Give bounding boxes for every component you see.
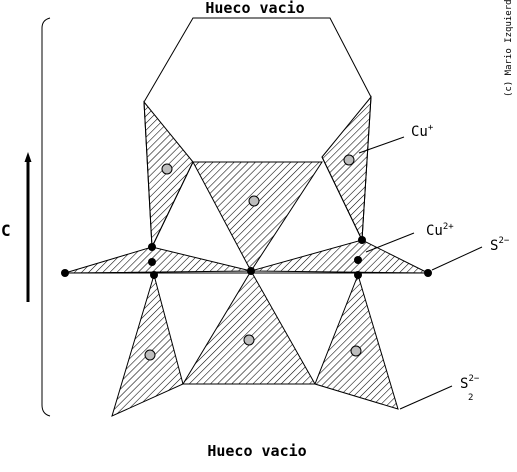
s2-2minus-label: S2− — [460, 374, 480, 392]
edge-line — [361, 96, 372, 241]
top-void-outline — [143, 17, 372, 103]
credit-text: (c) Mario Izquierdo — [504, 0, 514, 97]
top-void-title: Hueco vacio — [205, 0, 304, 17]
lower-right-tetrahedron — [314, 273, 399, 410]
s-atom-right-end — [424, 269, 432, 277]
cu2-atom-left-top — [148, 243, 156, 251]
layer-right-triangle — [250, 239, 429, 274]
cu-atom-lower-center — [243, 334, 255, 346]
edge-line — [151, 161, 194, 248]
cu-2plus-leader — [365, 232, 415, 253]
edge-line — [321, 156, 363, 241]
s2-2minus-leader — [399, 385, 453, 410]
s-2minus-label: S2− — [490, 236, 510, 254]
s-2minus-leader — [431, 246, 483, 271]
upper-center-tetrahedron — [192, 161, 323, 272]
c-axis-arrowhead — [24, 152, 32, 162]
cu-plus-label: Cu+ — [411, 123, 434, 140]
s-atom-center — [247, 267, 255, 275]
cu2-atom-left-mid — [148, 258, 156, 266]
c-axis-label: C — [1, 221, 11, 240]
s-atom-left-end — [61, 269, 69, 277]
cu2-atom-right-bottom — [354, 271, 362, 279]
upper-left-tetrahedron — [143, 100, 194, 248]
cu2-atom-left-bottom — [150, 271, 158, 279]
cu-atom-upper-center — [248, 195, 260, 207]
edge-line — [143, 101, 153, 248]
c-axis-bracket — [41, 17, 51, 417]
s2-subscript: 2 — [468, 393, 473, 403]
cu-2plus-label: Cu2+ — [426, 222, 454, 239]
cu-atom-upper-left — [161, 163, 173, 175]
cu-atom-upper-right — [343, 154, 355, 166]
cu2-atom-right-mid — [354, 256, 362, 264]
cu2-atom-right-top — [358, 236, 366, 244]
lower-left-tetrahedron — [111, 273, 184, 417]
bottom-void-title: Hueco vacio — [207, 442, 306, 460]
lower-center-tetrahedron — [182, 270, 316, 385]
layer-left-triangle — [64, 246, 252, 274]
cu-atom-lower-right — [350, 345, 362, 357]
cu-plus-leader — [358, 136, 405, 154]
cu-atom-lower-left — [144, 349, 156, 361]
